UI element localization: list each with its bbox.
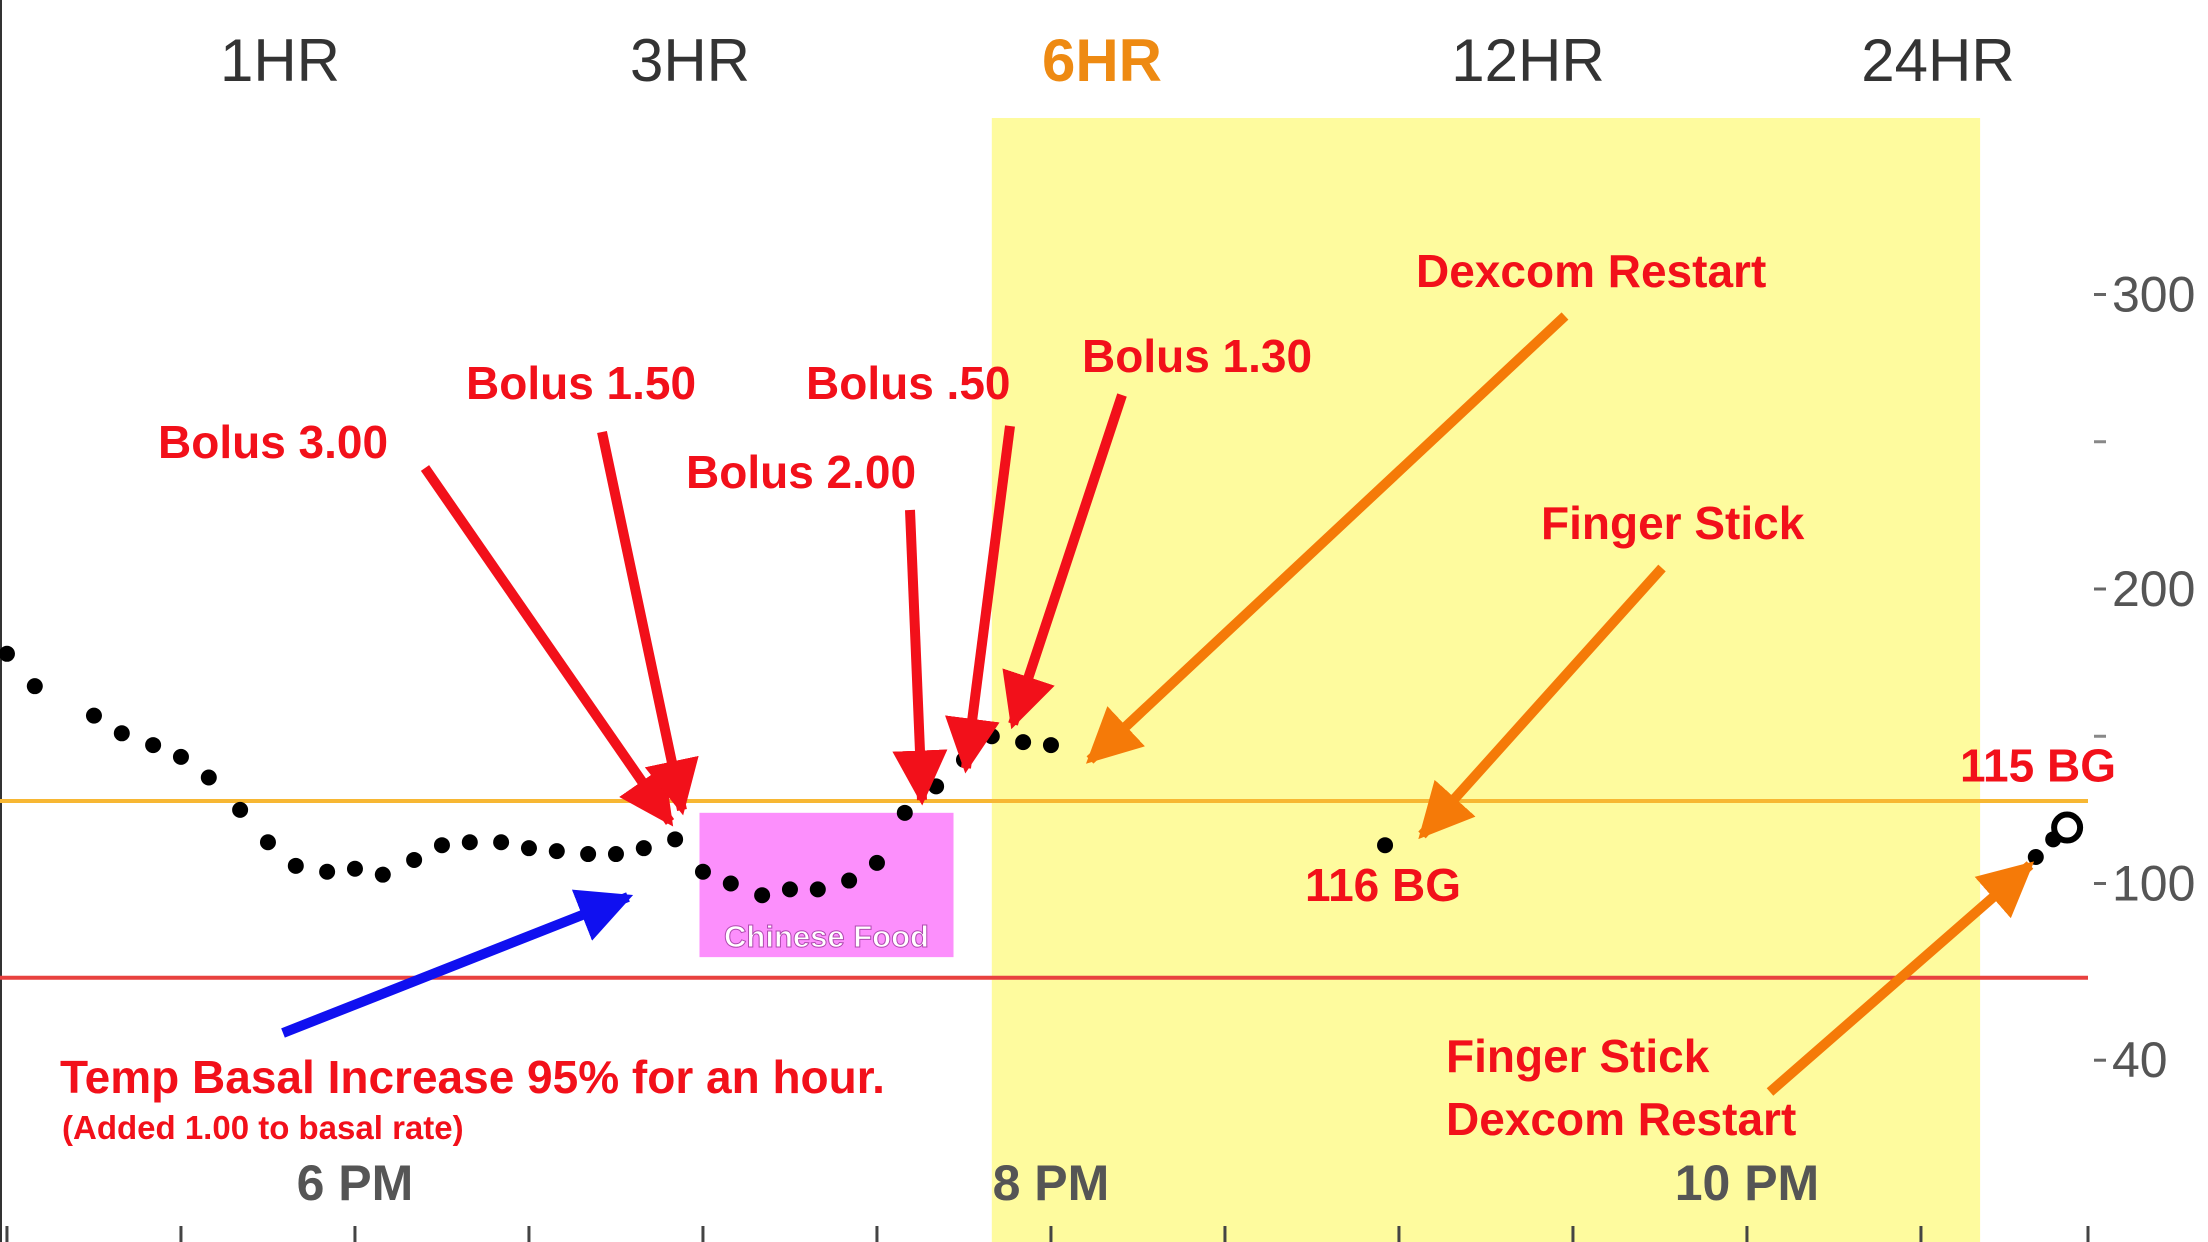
x-tick-label: 6 PM [297, 1155, 414, 1211]
label-finger-stick: Finger Stick [1541, 497, 1805, 549]
x-tick-label: 8 PM [993, 1155, 1110, 1211]
glucose-reading-dot [26, 678, 43, 695]
glucose-reading-dot [319, 863, 336, 880]
arrow-temp-basal [281, 889, 634, 1038]
glucose-reading-dot [346, 860, 363, 877]
arrow-dexcom-restart [1085, 312, 1569, 764]
axes: 300 200 100 40 6 PM 8 PM 10 PM [5, 267, 2195, 1242]
glucose-reading-dot [896, 804, 913, 821]
arrow-bolus-150 [597, 430, 699, 816]
food-region: Chinese Food [699, 812, 954, 958]
label-bolus-200: Bolus 2.00 [686, 446, 916, 498]
tab-3hr[interactable]: 3HR [629, 27, 751, 94]
arrow-bolus-130 [1002, 393, 1127, 730]
food-label: Chinese Food [724, 919, 929, 954]
glucose-reading-dot [374, 866, 391, 883]
glucose-reading-dot [809, 881, 826, 898]
glucose-reading-dot [172, 748, 189, 765]
glucose-reading-dot [406, 851, 423, 868]
label-dexcom-restart: Dexcom Restart [1416, 245, 1766, 297]
food-box [699, 812, 954, 958]
glucose-reading-dot [694, 863, 711, 880]
glucose-reading-dot [781, 881, 798, 898]
time-range-tabs: 1HR 3HR 6HR 12HR 24HR [0, 0, 2208, 118]
label-bolus-050: Bolus .50 [806, 357, 1011, 409]
label-bolus-300: Bolus 3.00 [158, 416, 388, 468]
glucose-reading-dot [113, 725, 130, 742]
x-tick-label: 10 PM [1675, 1155, 1820, 1211]
arrow-fingerstick-dexcom-restart [1766, 861, 2035, 1096]
tab-24hr[interactable]: 24HR [1861, 27, 2015, 94]
glucose-reading-dot [200, 769, 217, 786]
label-temp-basal-note: (Added 1.00 to basal rate) [62, 1109, 464, 1146]
glucose-reading-dot [0, 645, 15, 662]
threshold-lines [0, 799, 2088, 980]
glucose-reading-dot [1015, 734, 1032, 751]
fingerstick-readings: 116 BG 115 BG [1305, 740, 2116, 912]
glucose-reading-dot [85, 707, 102, 724]
glucose-reading-dot [1042, 737, 1059, 754]
tab-1hr[interactable]: 1HR [219, 27, 341, 94]
annotation-labels: Bolus 3.00 Bolus 1.50 Bolus 2.00 Bolus .… [60, 245, 1805, 1146]
glucose-reading-dot [548, 843, 565, 860]
arrow-bolus-050 [945, 425, 1015, 774]
glucose-reading-dot [461, 834, 478, 851]
glucose-reading-dot [607, 846, 624, 863]
fingerstick-marker [2051, 811, 2084, 844]
glucose-reading-dot [2027, 848, 2044, 865]
y-tick-label: 300 [2112, 267, 2195, 323]
glucose-reading-dot [754, 887, 771, 904]
annotation-arrows [281, 312, 2035, 1096]
glucose-reading-dot [868, 854, 885, 871]
arrow-bolus-200 [892, 509, 948, 806]
label-finger-stick-2: Finger Stick [1446, 1030, 1710, 1082]
glucose-reading-dot [287, 857, 304, 874]
glucose-reading-dot [928, 778, 945, 795]
label-dexcom-restart-2: Dexcom Restart [1446, 1093, 1796, 1145]
fingerstick-marker [1377, 837, 1394, 854]
glucose-reading-dot [667, 831, 684, 848]
y-tick-label: 40 [2112, 1032, 2168, 1088]
glucose-reading-dot [493, 834, 510, 851]
glucose-reading-dot [580, 846, 597, 863]
glucose-reading-dot [520, 840, 537, 857]
y-tick-label: 200 [2112, 561, 2195, 617]
glucose-reading-dot [259, 834, 276, 851]
glucose-reading-dot [635, 840, 652, 857]
glucose-reading-dot [722, 875, 739, 892]
arrow-bolus-300 [420, 465, 675, 827]
arrow-finger-stick [1418, 564, 1666, 840]
glucose-reading-dot [232, 801, 249, 818]
y-tick-label: 100 [2112, 856, 2195, 912]
label-bolus-150: Bolus 1.50 [466, 357, 696, 409]
glucose-reading-dot [983, 728, 1000, 745]
fingerstick-label: 115 BG [1960, 740, 2116, 792]
tab-12hr[interactable]: 12HR [1451, 27, 1605, 94]
tab-6hr[interactable]: 6HR [1041, 27, 1163, 94]
label-temp-basal: Temp Basal Increase 95% for an hour. [60, 1051, 885, 1103]
glucose-reading-dot [433, 837, 450, 854]
glucose-reading-dot [841, 872, 858, 889]
fingerstick-label: 116 BG [1305, 859, 1461, 911]
glucose-reading-dot [145, 737, 162, 754]
label-bolus-130: Bolus 1.30 [1082, 330, 1312, 382]
